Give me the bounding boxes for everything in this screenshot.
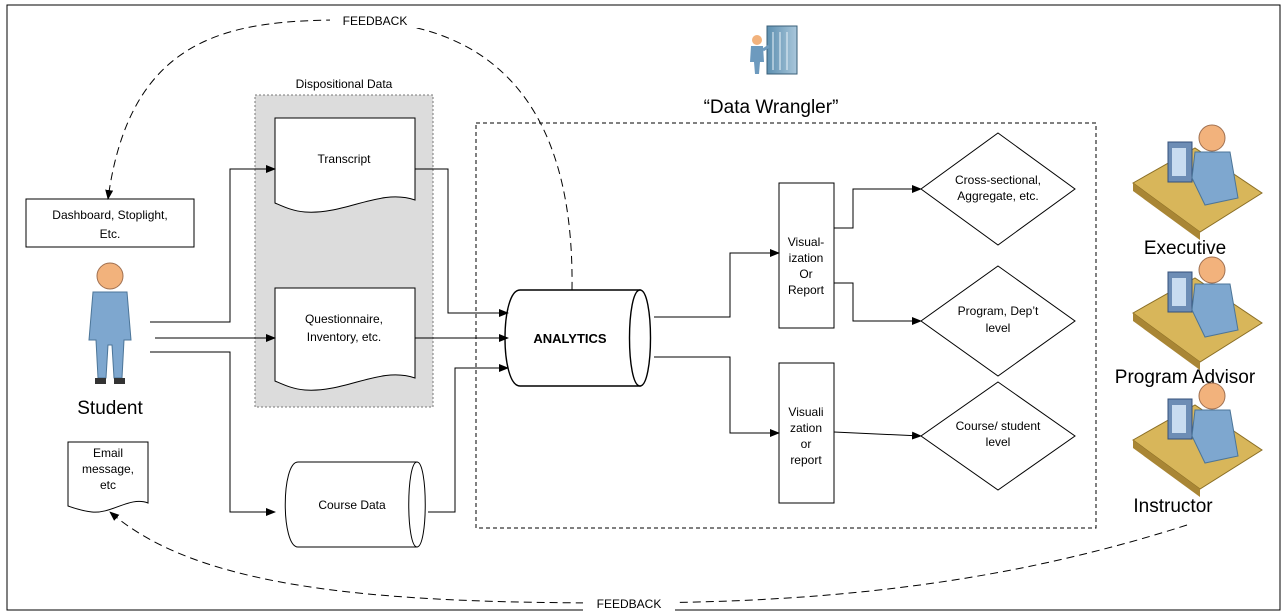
feedback-top-bg [330,12,420,28]
feedback-bottom-label: FEEDBACK [597,597,662,611]
student-person-icon [88,262,132,384]
diamond1-line-2: Aggregate, etc. [957,189,1038,203]
arrow-course-data-to-analytics [428,364,509,513]
instructor-label: Instructor [1133,496,1213,517]
questionnaire-label-2: Inventory, etc. [307,330,381,344]
vis2-line-2: zation [790,421,822,435]
dashboard-box [25,198,195,248]
transcript-document [274,117,416,213]
dashboard-line-2: Etc. [100,227,121,241]
instructor-desk-icon [1132,382,1263,497]
vis2-line-4: report [790,453,822,467]
analytics-label: ANALYTICS [533,331,607,346]
diamond2-line-2: level [986,321,1011,335]
executive-desk-icon [1132,124,1263,240]
vis2-line-3: or [801,437,812,451]
course-data-label: Course Data [318,498,386,512]
feedback-loop-bottom [109,511,1188,604]
email-line-3: etc [100,478,116,492]
dashboard-line-1: Dashboard, Stoplight, [52,208,167,222]
feedback-top-label: FEEDBACK [343,14,408,28]
email-document [67,441,149,513]
arrow-analytics-to-vis1 [654,249,780,318]
diamond2-line-1: Program, Dep’t [958,304,1039,318]
diamond3-line-2: level [986,435,1011,449]
feedback-bottom-bg [583,596,675,612]
visualization-report-box-1 [778,182,835,329]
program-level-diamond [920,265,1076,377]
diamond3-line-1: Course/ student [956,419,1041,433]
email-line-1: Email [93,446,123,460]
vis2-line-1: Visuali [788,405,823,419]
email-line-2: message, [82,462,134,476]
program-advisor-label: Program Advisor [1115,367,1256,388]
student-label: Student [77,398,143,419]
executive-label: Executive [1144,238,1226,259]
vis1-line-2: ization [789,251,824,265]
transcript-label: Transcript [318,152,372,166]
arrow-vis1-to-cross-sectional [834,185,922,229]
arrow-analytics-to-vis2 [654,356,780,437]
data-wrangler-label: “Data Wrangler” [704,97,839,118]
diamond1-line-1: Cross-sectional, [955,173,1041,187]
arrow-vis1-to-program-level [834,282,922,325]
questionnaire-label-1: Questionnaire, [305,312,383,326]
vis1-line-4: Report [788,283,825,297]
arrow-student-to-transcript [150,165,276,323]
analytics-store [504,289,652,387]
course-data-store [284,461,426,548]
vis1-line-1: Visual- [788,235,824,249]
dispositional-data-title: Dispositional Data [296,77,393,91]
cross-sectional-diamond [920,132,1076,246]
arrow-transcript-to-analytics [415,168,509,317]
arrow-student-to-course-data [150,351,276,516]
data-wrangler-box [475,122,1097,529]
arrow-vis2-to-course-level [833,431,922,440]
vis1-line-3: Or [799,267,812,281]
data-wrangler-icon [750,25,798,75]
program-advisor-desk-icon [1132,256,1263,370]
course-student-diamond [920,381,1076,491]
questionnaire-document [274,287,416,391]
